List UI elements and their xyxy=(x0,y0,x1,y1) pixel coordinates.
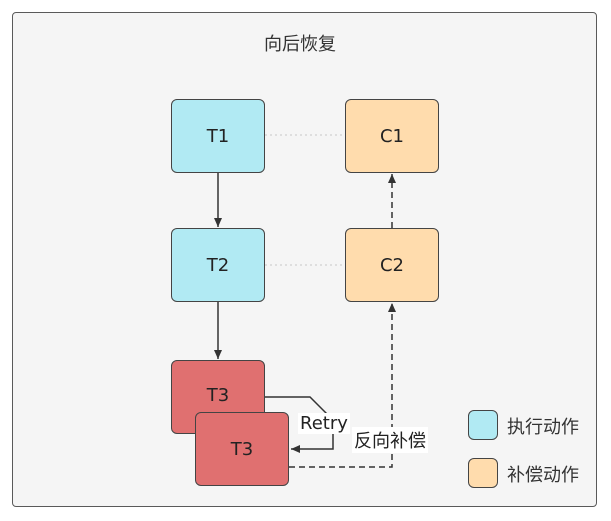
legend-exec-swatch xyxy=(468,410,498,440)
legend-exec-label: 执行动作 xyxy=(507,417,579,438)
node-t3-front: T3 xyxy=(195,412,289,486)
diagram-title: 向后恢复 xyxy=(264,34,336,55)
node-t2: T2 xyxy=(171,228,265,302)
node-t1: T1 xyxy=(171,99,265,173)
legend-comp-swatch xyxy=(468,458,498,488)
reverse-compensation-label: 反向补偿 xyxy=(352,427,428,453)
node-c2: C2 xyxy=(345,228,439,302)
legend-comp-label: 补偿动作 xyxy=(507,465,579,486)
reverse-compensation-arrow xyxy=(289,303,396,468)
node-c1: C1 xyxy=(345,99,439,173)
retry-label: Retry xyxy=(298,413,350,434)
